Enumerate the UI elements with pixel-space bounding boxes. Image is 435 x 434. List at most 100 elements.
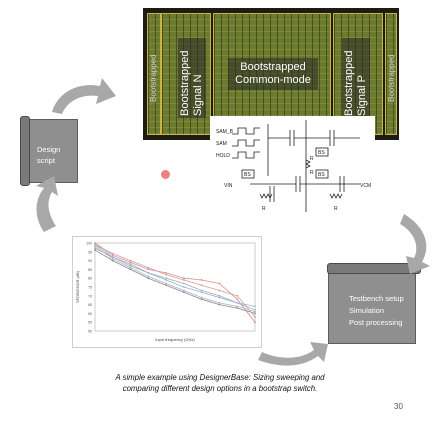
caption-line-1: A simple example using DesignerBase: Siz… — [115, 373, 325, 382]
series-point-4 — [218, 303, 221, 306]
schematic-diagram: SAM_B SAM HOLD R R VIN VCM R R BS BS BS — [210, 116, 375, 216]
series-line-5 — [94, 244, 256, 318]
series-point-1 — [94, 247, 96, 250]
series-line-1 — [94, 247, 256, 307]
series-point-2 — [147, 272, 150, 274]
series-point-5 — [147, 266, 150, 269]
layout-image: Bootstrapped Signal N Bootstrapped Commo… — [143, 8, 399, 140]
arrow-top-left-icon — [52, 78, 116, 114]
label-bs2: BS — [318, 172, 325, 178]
y-tick-label: 50 — [88, 330, 92, 334]
series-point-4 — [236, 307, 239, 310]
label-hold: HOLD — [216, 153, 230, 159]
series-point-4 — [182, 291, 185, 294]
hold-waveform — [232, 151, 260, 159]
series-point-5 — [218, 289, 221, 292]
caption-line-2: comparing different design options in a … — [122, 384, 318, 393]
series-point-3 — [236, 305, 239, 308]
testbench-scroll: Testbench setup Simulation Post processi… — [327, 263, 421, 344]
label-vin: VIN — [224, 183, 233, 189]
caption: A simple example using DesignerBase: Siz… — [60, 372, 380, 394]
series-point-2 — [200, 291, 203, 294]
label-r3: R — [262, 206, 266, 212]
layout-block-signal-n: Bootstrapped Signal N — [161, 13, 211, 135]
series-line-4 — [94, 249, 256, 314]
series-point-2 — [218, 296, 221, 299]
layout-block-common-mode: Bootstrapped Common-mode — [213, 13, 331, 135]
layout-column-left — [147, 13, 161, 135]
testbench-line-2: Simulation — [349, 306, 385, 315]
layout-block-signal-p: Bootstrapped Signal P — [333, 13, 383, 135]
series-point-3 — [147, 275, 150, 278]
series-point-3 — [200, 296, 203, 299]
y-tick-label: 100 — [86, 242, 92, 246]
series-point-2 — [129, 263, 132, 266]
y-tick-label: 65 — [88, 303, 92, 307]
y-tick-label: 80 — [88, 277, 92, 281]
label-vcm: VCM — [360, 183, 371, 189]
series-point-3 — [129, 266, 132, 269]
schematic-svg: SAM_B SAM HOLD R R VIN VCM R R BS BS BS — [216, 120, 371, 212]
y-tick-label: 60 — [88, 312, 92, 316]
series-point-2 — [111, 256, 114, 258]
series-point-4 — [165, 284, 168, 287]
label-r4: R — [334, 206, 338, 212]
series-point-0 — [111, 254, 114, 257]
series-point-3 — [254, 310, 256, 313]
block-label-common-mode: Bootstrapped Common-mode — [228, 58, 318, 90]
series-point-1 — [254, 305, 256, 308]
series-point-5 — [200, 284, 203, 287]
series-point-1 — [200, 289, 203, 292]
label-r2: R — [310, 170, 314, 176]
series-point-2 — [236, 301, 239, 304]
y-tick-label: 90 — [88, 259, 92, 263]
series-point-1 — [129, 264, 132, 267]
label-sam: SAM — [216, 141, 227, 147]
series-point-4 — [254, 312, 256, 315]
page-number: 30 — [394, 402, 403, 411]
series-point-3 — [111, 257, 114, 260]
series-point-0 — [147, 268, 150, 271]
series-point-4 — [200, 298, 203, 301]
y-tick-label: 85 — [88, 268, 92, 272]
series-point-3 — [165, 282, 168, 285]
series-line-0 — [94, 242, 256, 323]
layout-column-right — [385, 13, 397, 135]
series-point-1 — [218, 294, 221, 297]
series-point-1 — [182, 282, 185, 285]
y-tick-label: 75 — [88, 286, 92, 290]
series-point-0 — [254, 321, 256, 324]
series-point-4 — [129, 268, 132, 271]
series-point-0 — [200, 279, 203, 281]
design-script-scroll: Design script — [20, 116, 78, 186]
series-line-2 — [94, 244, 256, 311]
testbench-line-1: Testbench setup — [349, 294, 404, 303]
arrow-right-icon — [400, 214, 430, 274]
y-tick-label: 95 — [88, 250, 92, 254]
series-point-5 — [94, 243, 96, 246]
series-point-5 — [182, 279, 185, 281]
label-bs3: BS — [244, 172, 251, 178]
series-point-4 — [111, 259, 114, 262]
series-point-0 — [182, 277, 185, 280]
label-r1: R — [310, 156, 314, 162]
sam-waveform — [232, 139, 260, 147]
label-bs1: BS — [318, 150, 325, 156]
series-point-5 — [236, 294, 239, 297]
series-point-0 — [236, 298, 239, 301]
y-tick-label: 55 — [88, 321, 92, 325]
series-point-2 — [182, 286, 185, 288]
chart-frame — [94, 242, 256, 332]
y-tick-label: 70 — [88, 294, 92, 298]
series-point-5 — [254, 316, 256, 318]
pointer-dot — [161, 170, 170, 179]
series-point-0 — [94, 242, 96, 244]
series-point-3 — [94, 245, 96, 248]
y-axis-label: SFDR/SNDR (dB) — [75, 270, 80, 303]
series-point-0 — [218, 282, 221, 285]
series-point-3 — [218, 301, 221, 304]
series-point-3 — [182, 289, 185, 292]
testbench-line-3: Post processing — [349, 318, 403, 327]
